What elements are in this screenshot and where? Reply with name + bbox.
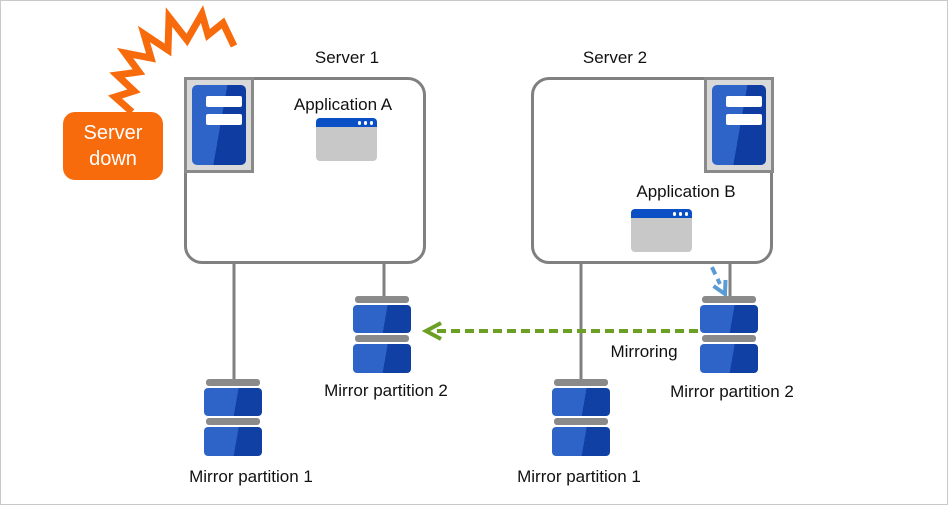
mirroring-label: Mirroring — [610, 342, 678, 361]
s1-mp2-label: Mirror partition 2 — [324, 381, 448, 400]
app-b-label: Application B — [636, 182, 736, 201]
disk-cap — [206, 379, 260, 386]
disk-segment — [353, 305, 411, 333]
server1-computer-icon — [184, 77, 254, 173]
disk-icon-s1-mp1 — [204, 379, 262, 458]
server2-title: Server 2 — [582, 48, 648, 67]
server-down-text: Server down — [83, 122, 143, 170]
window-dot — [369, 121, 373, 125]
app-a-label: Application A — [293, 95, 393, 114]
disk-segment — [700, 344, 758, 373]
disk-icon-s2-mp2 — [700, 296, 758, 375]
tower-slot — [726, 96, 762, 107]
write-arrow-head — [712, 279, 728, 298]
s1-mp1-label: Mirror partition 1 — [189, 467, 313, 486]
disk-segment — [552, 427, 610, 456]
server2-computer-icon — [704, 77, 774, 173]
app-a-window-icon — [316, 118, 377, 161]
disk-icon-s1-mp2 — [353, 296, 411, 375]
disk-cap — [554, 379, 608, 386]
window-dot — [678, 212, 682, 216]
window-dot — [684, 212, 688, 216]
disk-band — [554, 418, 608, 425]
disk-cap — [355, 296, 409, 303]
window-dot — [363, 121, 367, 125]
mirroring-arrow-head — [421, 321, 442, 341]
disk-icon-s2-mp1 — [552, 379, 610, 458]
window-dot — [672, 212, 676, 216]
window-dot — [357, 121, 361, 125]
server-tower-icon — [712, 85, 766, 165]
window-titlebar — [631, 209, 692, 218]
s2-mp1-label: Mirror partition 1 — [517, 467, 641, 486]
app-b-window-icon — [631, 209, 692, 252]
tower-slot — [206, 114, 242, 125]
disk-segment — [204, 388, 262, 416]
disk-band — [206, 418, 260, 425]
disk-cap — [702, 296, 756, 303]
tower-slot — [726, 114, 762, 125]
disk-band — [355, 335, 409, 342]
disk-segment — [552, 388, 610, 416]
tower-slot — [206, 96, 242, 107]
disk-segment — [700, 305, 758, 333]
disk-segment — [353, 344, 411, 373]
disk-band — [702, 335, 756, 342]
disk-segment — [204, 427, 262, 456]
s2-mp2-label: Mirror partition 2 — [670, 382, 794, 401]
server-down-badge: Server down — [63, 112, 163, 180]
server-tower-icon — [192, 85, 246, 165]
server1-title: Server 1 — [314, 48, 380, 67]
window-titlebar — [316, 118, 377, 127]
